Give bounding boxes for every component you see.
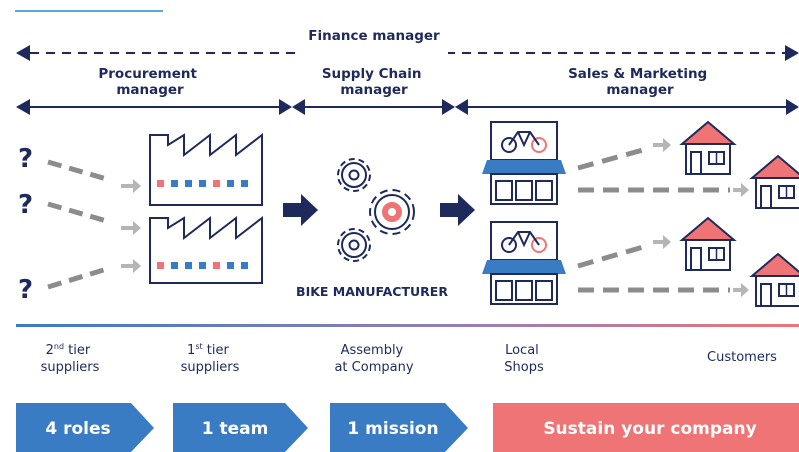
house-icon [679, 216, 737, 271]
role-span-arrows [16, 99, 799, 115]
svg-text:1 mission: 1 mission [347, 419, 438, 439]
supply-chain-manager-label: Supply Chain manager [322, 66, 426, 98]
factory-lights [157, 262, 248, 269]
stage-label-assembly: Assembly at Company [334, 343, 413, 375]
factory-icon [149, 132, 263, 206]
banner-1-mission: 1 mission [330, 403, 468, 452]
stage-label-customers: Customers [707, 350, 777, 365]
procurement-manager-label: Procurement manager [98, 66, 201, 98]
bike-manufacturer-label: BIKE MANUFACTURER [296, 284, 448, 299]
arrow-right-icon [121, 179, 141, 273]
finance-manager-label: Finance manager [308, 28, 440, 44]
banner-sustain-company: Sustain your company [493, 403, 799, 452]
house-icon [679, 120, 737, 175]
factory-icon [149, 215, 263, 284]
gear-icon [337, 228, 371, 262]
stage-label-1st-tier: 1st tier suppliers [181, 342, 240, 375]
big-arrow-right-icon [440, 194, 475, 226]
stage-label-local-shops: Local Shops [504, 343, 544, 375]
unknown-supplier-1: ? [18, 144, 33, 174]
svg-text:Sustain your company: Sustain your company [543, 419, 756, 439]
arrow-left-icon [16, 45, 30, 61]
svg-text:1 team: 1 team [202, 419, 269, 439]
stage-label-2nd-tier: 2nd tier suppliers [41, 342, 100, 375]
flow-arrows-tier2 [47, 159, 111, 290]
arrow-right-icon [785, 45, 799, 61]
arrow-right-icon [653, 138, 749, 297]
banner-1-team: 1 team [173, 403, 308, 452]
gear-icon [337, 158, 371, 192]
stage-separator [16, 324, 799, 327]
house-icon [749, 252, 799, 307]
gear-icon [369, 189, 415, 235]
unknown-supplier-2: ? [18, 190, 33, 220]
sales-marketing-manager-label: Sales & Marketing manager [568, 66, 712, 98]
house-icon [749, 154, 799, 209]
bike-shop-icon [482, 221, 566, 305]
flow-arrows-shops [577, 145, 730, 293]
finance-manager-span: Finance manager [16, 28, 799, 64]
banner-4-roles: 4 roles [16, 403, 154, 452]
bike-shop-icon [482, 121, 566, 205]
factory-lights [157, 180, 248, 187]
big-arrow-right-icon [283, 194, 318, 226]
svg-text:4 roles: 4 roles [45, 419, 110, 439]
unknown-supplier-3: ? [18, 275, 33, 305]
